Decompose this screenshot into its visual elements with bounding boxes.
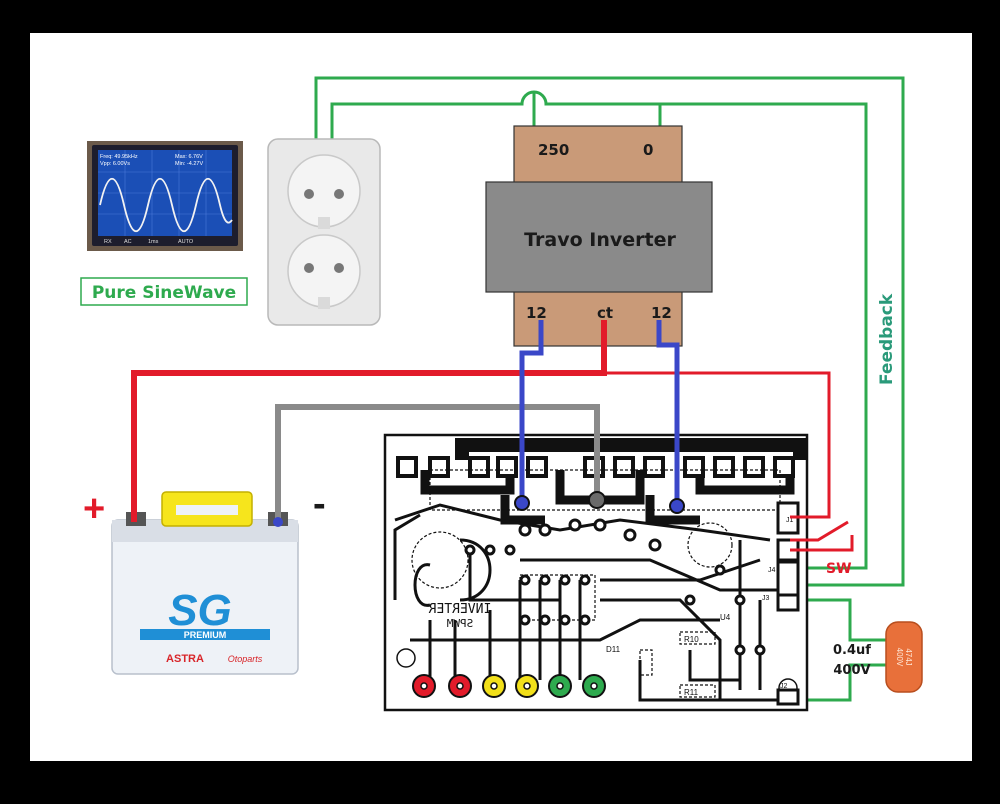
transformer: Travo Inverter 250 0 12 ct 12 [485, 125, 713, 347]
battery-brand: SG [168, 586, 232, 635]
terminal-ct: ct [597, 304, 613, 322]
pcb-title-line2: SPWM [446, 617, 473, 630]
terminal-12-left: 12 [526, 304, 547, 322]
drain-pad-right [669, 498, 685, 514]
positive-label: + [83, 488, 105, 530]
battery-line: PREMIUM [184, 630, 227, 640]
terminal-250: 250 [538, 141, 569, 159]
conn-j3: J3 [762, 595, 770, 602]
osc-row4: Min: -4.27V [175, 161, 203, 167]
negative-label: - [313, 483, 326, 525]
pure-sinewave-label: Pure SineWave [92, 283, 236, 303]
transformer-title: Travo Inverter [524, 229, 676, 251]
pcb-title-line1: INVERTER [429, 602, 492, 617]
gray-wire [275, 404, 600, 522]
osc-footer-3: 1ms [148, 239, 159, 245]
blue-wires [519, 320, 680, 505]
osc-footer-2: AC [124, 239, 132, 245]
osc-row1: Freq: 49.95kHz [100, 154, 138, 160]
feedback-label: Feedback [877, 293, 897, 385]
terminal-0: 0 [643, 141, 653, 159]
osc-row2: Vpp: 6.00Vs [100, 161, 130, 167]
pure-sinewave-box [80, 277, 248, 306]
transformer-core [485, 181, 713, 293]
battery-maker: ASTRA [166, 653, 204, 665]
terminal-12-right: 12 [651, 304, 672, 322]
label-r11: R11 [684, 688, 699, 697]
osc-row3: Max: 6.76V [175, 154, 203, 160]
capacitor-body-text2: 400V [895, 648, 904, 667]
capacitor: 474J 400V [885, 621, 923, 693]
capacitor-voltage: 400V [833, 663, 870, 678]
capacitor-value: 0.4uf [833, 643, 871, 658]
osc-footer-1: RX [104, 239, 112, 245]
battery: SG PREMIUM ASTRA Otoparts [111, 491, 299, 675]
conn-j2: J2 [780, 683, 788, 690]
pcb-leds [412, 674, 606, 698]
osc-footer-4: AUTO [178, 239, 194, 245]
oscilloscope-photo: Freq: 49.95kHz Vpp: 6.00Vs Max: 6.76V Mi… [87, 141, 243, 251]
power-socket [267, 138, 381, 326]
battery-maker-sub: Otoparts [228, 654, 263, 664]
capacitor-body-text1: 474J [904, 648, 913, 665]
label-u4: U4 [720, 613, 731, 622]
conn-j4: J4 [768, 567, 776, 574]
drain-pad-left [514, 495, 530, 511]
ground-pad [588, 491, 606, 509]
label-d11: D11 [606, 645, 621, 654]
label-r10: R10 [684, 635, 699, 644]
conn-j1: J1 [786, 517, 794, 524]
switch-label: SW [826, 561, 852, 577]
red-wires [131, 320, 607, 522]
